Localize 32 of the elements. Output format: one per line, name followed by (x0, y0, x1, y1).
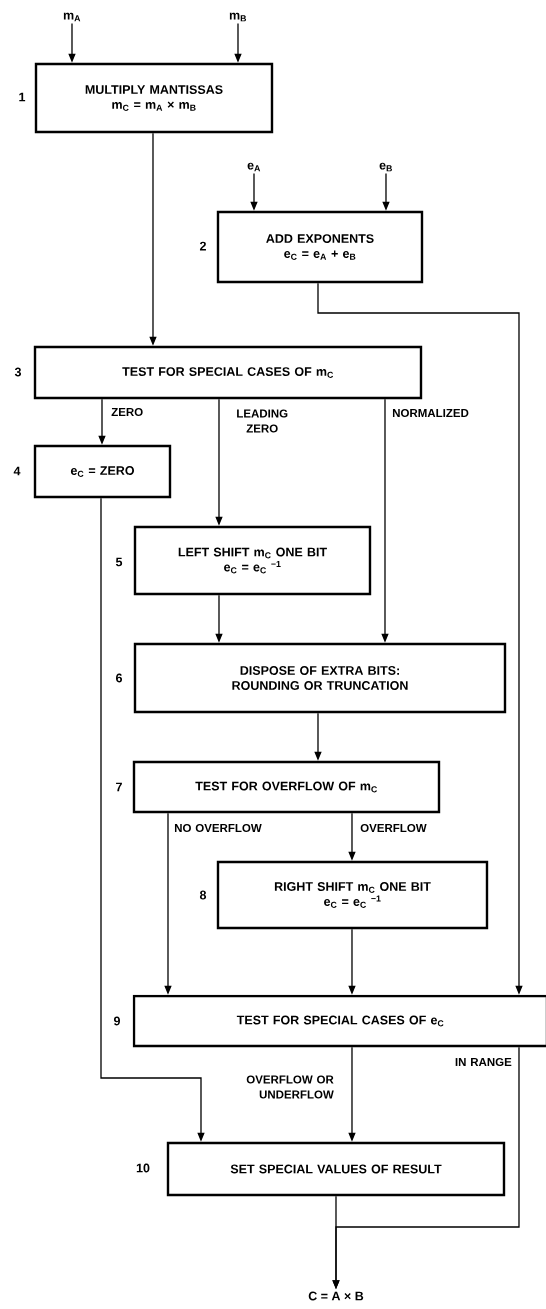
process-box: MULTIPLY MANTISSAS m$_{C}$ = m$_{A}$ × m$_{B}$ (34, 62, 274, 134)
step-number: 8 (199, 890, 207, 900)
step-number: 3 (14, 367, 21, 377)
edge-label: OVERFLOW (360, 823, 427, 833)
edge-label: LEADING ZERO (237, 409, 288, 433)
process-box: TEST FOR OVERFLOW OF m$_{C}$ (132, 760, 441, 814)
variable-label: e$_{A}$ (247, 162, 261, 172)
step-number: 4 (13, 466, 21, 476)
process-box: e$_{C}$ = ZERO (33, 444, 172, 499)
edge-label: NORMALIZED (392, 408, 469, 418)
edge-label: IN RANGE (455, 1057, 512, 1067)
process-box: TEST FOR SPECIAL CASES OF m$_{C}$ (33, 345, 423, 400)
edge-label: NO OVERFLOW (174, 823, 262, 833)
result-label: C = A × B (308, 1291, 364, 1301)
process-box: RIGHT SHIFT m$_{C}$ ONE BIT e$_{C}$ = e$_{C}$ −1 (216, 860, 489, 930)
variable-label: m$_{A}$ (63, 12, 81, 22)
step-number: 9 (113, 1016, 120, 1026)
process-box: LEFT SHIFT m$_{C}$ ONE BIT e$_{C}$ = e$_{C}$ −1 (133, 525, 372, 596)
step-number: 6 (116, 673, 122, 683)
edge-label: ZERO (111, 407, 143, 417)
edge-label: OVERFLOW OR UNDERFLOW (246, 1075, 334, 1099)
step-number: 1 (19, 92, 26, 102)
process-box: TEST FOR SPECIAL CASES OF e$_{C}$ (132, 994, 546, 1048)
variable-label: e$_{B}$ (379, 162, 392, 172)
step-number: 7 (116, 782, 122, 792)
process-box: ADD EXPONENTS e$_{C}$ = e$_{A}$ + e$_{B}$ (216, 210, 424, 284)
process-box: DISPOSE OF EXTRA BITS: ROUNDING OR TRUNCATION (133, 642, 507, 714)
step-number: 2 (199, 241, 206, 251)
process-box: SET SPECIAL VALUES OF RESULT (166, 1141, 506, 1197)
variable-label: m$_{B}$ (229, 12, 247, 22)
step-number: 10 (136, 1163, 150, 1173)
step-number: 5 (115, 557, 123, 567)
